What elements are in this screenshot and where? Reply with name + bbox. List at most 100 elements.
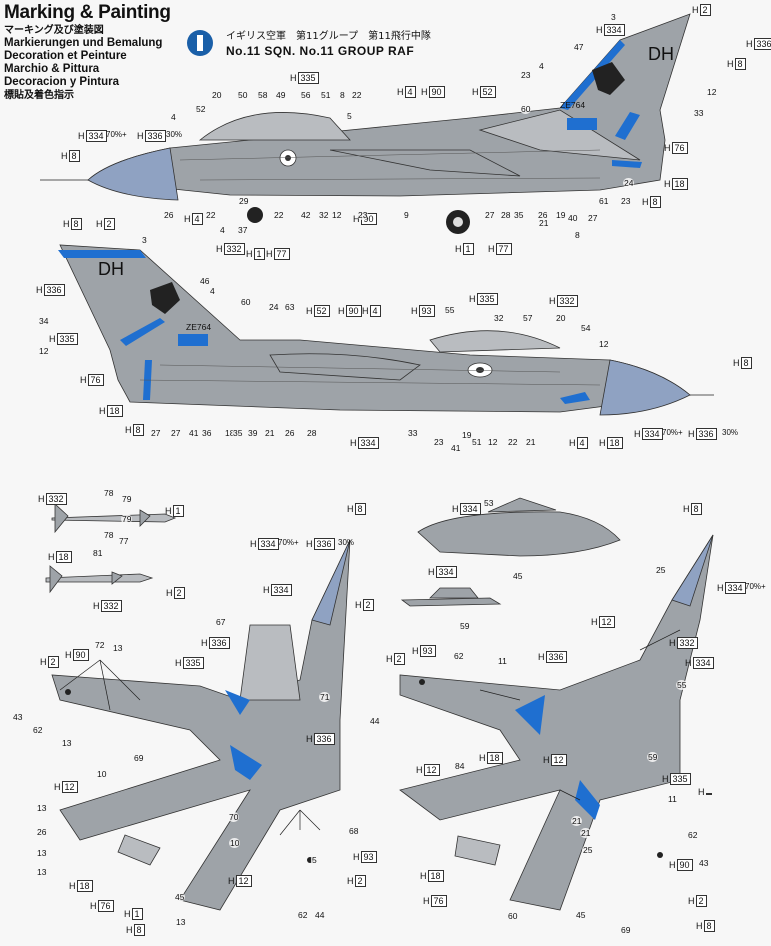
- part-callout-number: 35: [232, 428, 244, 438]
- part-callout-number: 39: [247, 428, 259, 438]
- paint-code-prefix: H: [63, 219, 70, 229]
- paint-code-prefix: H: [90, 901, 97, 911]
- part-callout-number: 19: [461, 430, 473, 440]
- mix-ratio-caption: 70%+: [278, 538, 299, 547]
- part-callout-number: 4: [219, 225, 226, 235]
- planform-upper: [51, 539, 351, 911]
- part-callout-number: 62: [453, 651, 465, 661]
- part-callout-number: 69: [133, 753, 145, 763]
- part-callout-number: 18: [224, 428, 236, 438]
- paint-code-box: 335: [56, 333, 78, 345]
- paint-code-box: 8: [649, 196, 661, 208]
- part-callout-number: 78: [103, 530, 115, 540]
- paint-code-box: 2: [354, 875, 366, 887]
- part-callout-number: 22: [205, 210, 217, 220]
- paint-code-prefix: H: [469, 294, 476, 304]
- paint-code-box: 334: [270, 584, 292, 596]
- part-callout-number: 60: [240, 297, 252, 307]
- part-callout-number: 24: [268, 302, 280, 312]
- paint-code-prefix: H: [569, 438, 576, 448]
- paint-code-prefix: H: [61, 151, 68, 161]
- paint-code-box: 1: [131, 908, 143, 920]
- part-callout-number: 67: [215, 617, 227, 627]
- part-callout-number: 26: [537, 210, 549, 220]
- part-callout-number: 54: [580, 323, 592, 333]
- part-callout-number: 69: [620, 925, 632, 935]
- part-callout-number: 60: [520, 104, 532, 114]
- paint-code-box: 334: [459, 503, 481, 515]
- paint-code-prefix: H: [125, 425, 132, 435]
- paint-code-prefix: H: [746, 39, 753, 49]
- part-callout-number: 32: [318, 210, 330, 220]
- part-callout-number: 33: [407, 428, 419, 438]
- paint-code-box: 8: [740, 357, 752, 369]
- paint-code-prefix: H: [727, 59, 734, 69]
- paint-code-prefix: H: [353, 852, 360, 862]
- part-callout-number: 84: [454, 761, 466, 771]
- paint-code-box: 336: [313, 538, 335, 550]
- part-callout-number: 23: [433, 437, 445, 447]
- part-callout-number: 20: [211, 90, 223, 100]
- part-callout-number: 27: [484, 210, 496, 220]
- part-callout-number: 4: [209, 286, 216, 296]
- paint-code-prefix: H: [692, 5, 699, 15]
- callout-leaders: [59, 629, 681, 836]
- part-callout-number: 53: [483, 498, 495, 508]
- part-callout-number: 33: [693, 108, 705, 118]
- paint-code-box: 336: [753, 38, 771, 50]
- paint-code-box: 77: [495, 243, 512, 255]
- part-callout-number: 25: [655, 565, 667, 575]
- paint-code-prefix: H: [246, 249, 253, 259]
- part-callout-number: 47: [573, 42, 585, 52]
- part-callout-number: 23: [620, 196, 632, 206]
- part-callout-number: 51: [471, 437, 483, 447]
- part-callout-number: 72: [94, 640, 106, 650]
- part-callout-number: 26: [284, 428, 296, 438]
- paint-code-prefix: H: [250, 539, 257, 549]
- part-callout-number: 13: [175, 917, 187, 927]
- paint-code-box: 18: [606, 437, 623, 449]
- part-callout-number: 26: [163, 210, 175, 220]
- paint-code-prefix: H: [591, 617, 598, 627]
- part-callout-number: 21: [264, 428, 276, 438]
- part-callout-number: 62: [297, 910, 309, 920]
- part-callout-number: 11: [667, 794, 678, 804]
- paint-code-prefix: H: [733, 358, 740, 368]
- paint-code-box: 76: [97, 900, 114, 912]
- part-callout-number: 3: [141, 235, 148, 245]
- paint-code-box: 77: [273, 248, 290, 260]
- paint-code-box: 76: [87, 374, 104, 386]
- part-callout-number: 28: [500, 210, 512, 220]
- part-callout-number: 43: [698, 858, 710, 868]
- part-callout-number: 21: [580, 828, 592, 838]
- part-callout-number: 79: [121, 494, 133, 504]
- paint-code-box: 2: [103, 218, 115, 230]
